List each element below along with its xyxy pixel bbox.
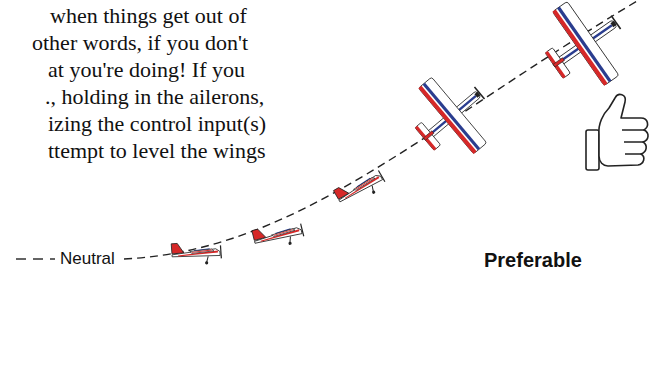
body-text-line: ., holding in the ailerons, [45, 84, 264, 110]
body-text-line: ttempt to level the wings [48, 138, 266, 164]
body-text-line: izing the control input(s) [48, 111, 266, 137]
neutral-label: Neutral [60, 249, 115, 269]
thumbs-up-hand [586, 95, 648, 170]
body-text-line: other words, if you don't [32, 30, 248, 56]
preferable-label: Preferable [484, 248, 582, 272]
neutral-dashes [16, 258, 55, 259]
body-text-line: when things get out of [50, 3, 247, 29]
body-text-line: at you're doing! If you [48, 57, 245, 83]
